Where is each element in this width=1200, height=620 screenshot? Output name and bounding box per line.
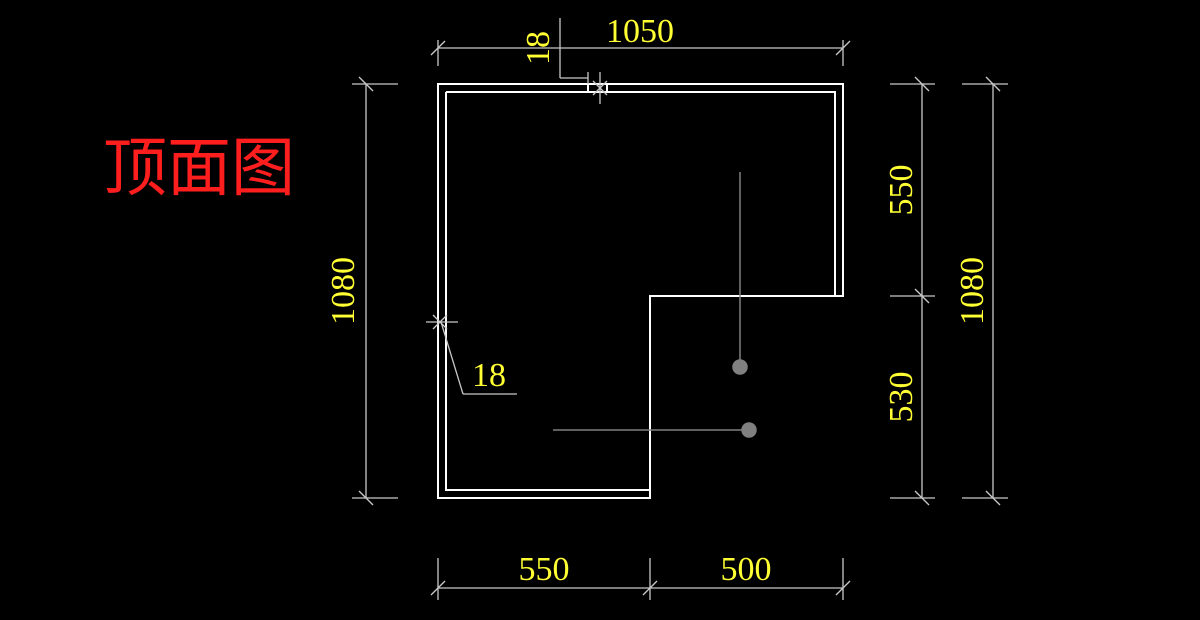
tick-left-top: [358, 76, 374, 92]
dim-label-top-panel: 18: [520, 31, 557, 65]
marker-dot-lower: [741, 422, 757, 438]
dimension-lines: [352, 18, 1008, 600]
tick-right-top: [914, 76, 930, 92]
marker-dot-upper: [732, 359, 748, 375]
outline-outer: [437, 83, 844, 499]
dim-label-right-upper: 550: [883, 165, 920, 216]
tick-bottom-right: [835, 580, 851, 596]
tick-18-top-b: [592, 80, 608, 96]
dim-label-right-overall: 1080: [954, 257, 991, 325]
tick-bottom-left: [430, 580, 446, 596]
cabinet-outline: [437, 83, 844, 499]
dim-label-bottom-right: 500: [721, 551, 772, 588]
dim-label-left-overall: 1080: [325, 257, 362, 325]
outline-inner-left: [445, 92, 650, 491]
dimension-labels: 1050 18 1080 18 550 530 1080 550 500: [325, 13, 991, 588]
tick-bottom-mid: [642, 580, 658, 596]
leader-18-left: [440, 321, 464, 395]
leaders: [553, 172, 757, 438]
tick-top-right: [835, 40, 851, 56]
dim-label-bottom-left: 550: [519, 551, 570, 588]
tick-right2-top: [985, 76, 1001, 92]
tick-18-left-b: [432, 314, 448, 330]
drawing-title: 顶面图: [103, 132, 295, 206]
tick-right-mid: [914, 288, 930, 304]
tick-right2-bottom: [985, 490, 1001, 506]
dim-label-top-overall: 1050: [606, 13, 674, 50]
outline-inner-top: [446, 91, 836, 296]
tick-top-left: [430, 40, 446, 56]
tick-left-bottom: [358, 490, 374, 506]
dim-label-left-panel: 18: [472, 357, 506, 394]
dim-label-right-lower: 530: [883, 372, 920, 423]
tick-right-bottom: [914, 490, 930, 506]
